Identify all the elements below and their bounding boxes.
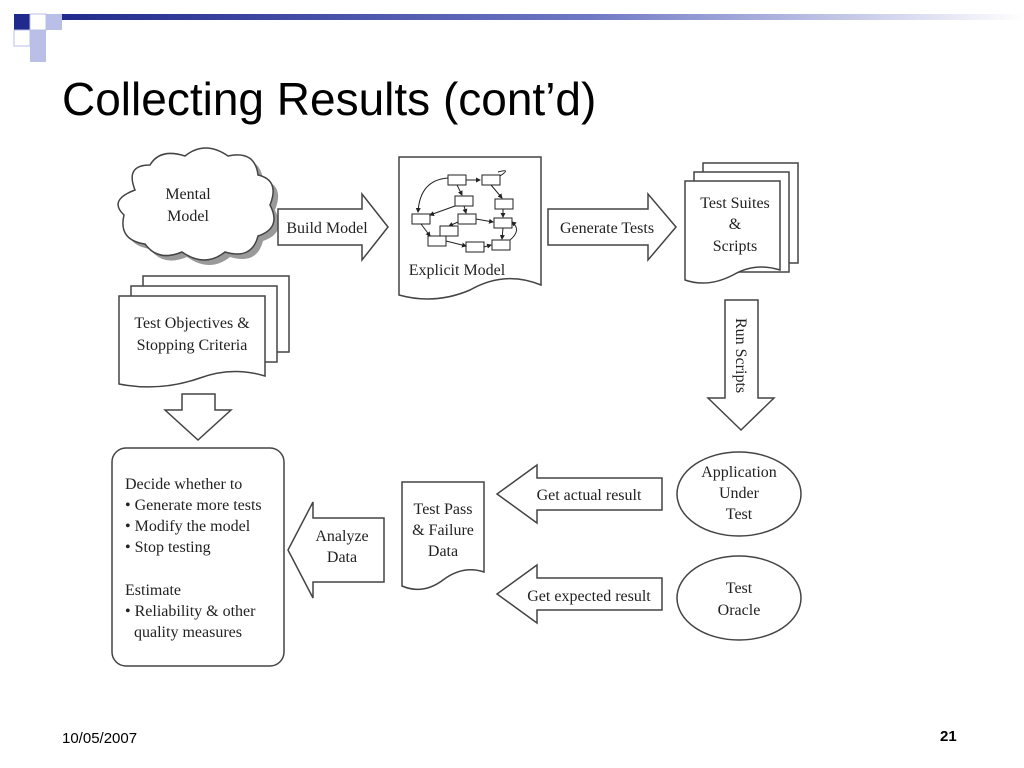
get-actual-result-arrow: Get actual result (495, 463, 663, 525)
logo-square-light-2 (30, 30, 46, 46)
mental-model-label-1: Mental (165, 186, 211, 203)
build-model-arrow: Build Model (277, 191, 389, 263)
test-objectives-label-1: Test Objectives & (134, 315, 250, 332)
estimate-item-2: quality measures (134, 624, 242, 641)
run-scripts-label: Run Scripts (732, 318, 749, 393)
test-suites-label-1: Test Suites (700, 195, 770, 212)
test-objectives-label-2: Stopping Criteria (137, 337, 248, 354)
logo-square-dark (14, 14, 30, 30)
test-results-label-3: Data (428, 543, 458, 560)
logo-square-light (46, 14, 62, 30)
application-label-1: Application (701, 464, 777, 481)
mental-model-label-2: Model (167, 208, 209, 225)
slide-title: Collecting Results (cont’d) (62, 73, 597, 125)
title-gradient-bar (60, 14, 1024, 20)
test-suites-documents: Test Suites & Scripts (684, 162, 799, 284)
decision-option-1: • Generate more tests (125, 497, 262, 514)
generate-tests-label: Generate Tests (560, 220, 654, 237)
estimate-item-1: • Reliability & other (125, 603, 256, 620)
test-results-label-2: & Failure (412, 522, 474, 539)
explicit-model-document: Explicit Model (398, 156, 542, 300)
test-oracle-label-1: Test (726, 580, 753, 597)
test-oracle-label-2: Oracle (718, 602, 761, 619)
application-label-3: Test (726, 506, 753, 523)
mental-model-cloud: Mental Model (117, 147, 279, 265)
explicit-model-label: Explicit Model (409, 262, 506, 279)
get-expected-result-label: Get expected result (527, 588, 651, 605)
application-label-2: Under (719, 485, 760, 502)
test-results-label-1: Test Pass (414, 501, 473, 518)
test-suites-label-2: & (729, 216, 742, 233)
analyze-data-label-2: Data (327, 549, 357, 566)
build-model-label: Build Model (286, 220, 368, 237)
get-actual-result-label: Get actual result (537, 487, 642, 504)
estimate-heading: Estimate (125, 582, 181, 599)
footer-date: 10/05/2007 (62, 730, 138, 747)
get-expected-result-arrow: Get expected result (495, 563, 663, 625)
decision-option-2: • Modify the model (125, 518, 251, 535)
objectives-down-arrow (163, 393, 233, 442)
test-suites-label-3: Scripts (713, 238, 757, 255)
test-objectives-documents: Test Objectives & Stopping Criteria (118, 275, 290, 388)
analyze-data-arrow: Analyze Data (287, 501, 385, 599)
run-scripts-arrow: Run Scripts (706, 299, 776, 432)
decision-box: Decide whether to • Generate more tests … (111, 447, 285, 667)
page-number: 21 (940, 728, 957, 745)
logo-square-light-3 (30, 46, 46, 62)
test-oracle-node: Test Oracle (676, 555, 802, 641)
state-graph-icon (411, 170, 517, 253)
generate-tests-arrow: Generate Tests (547, 191, 677, 263)
decision-option-3: • Stop testing (125, 539, 211, 556)
decision-heading: Decide whether to (125, 476, 242, 493)
test-results-document: Test Pass & Failure Data (401, 481, 485, 591)
application-under-test-node: Application Under Test (676, 451, 802, 537)
analyze-data-label-1: Analyze (315, 528, 368, 545)
